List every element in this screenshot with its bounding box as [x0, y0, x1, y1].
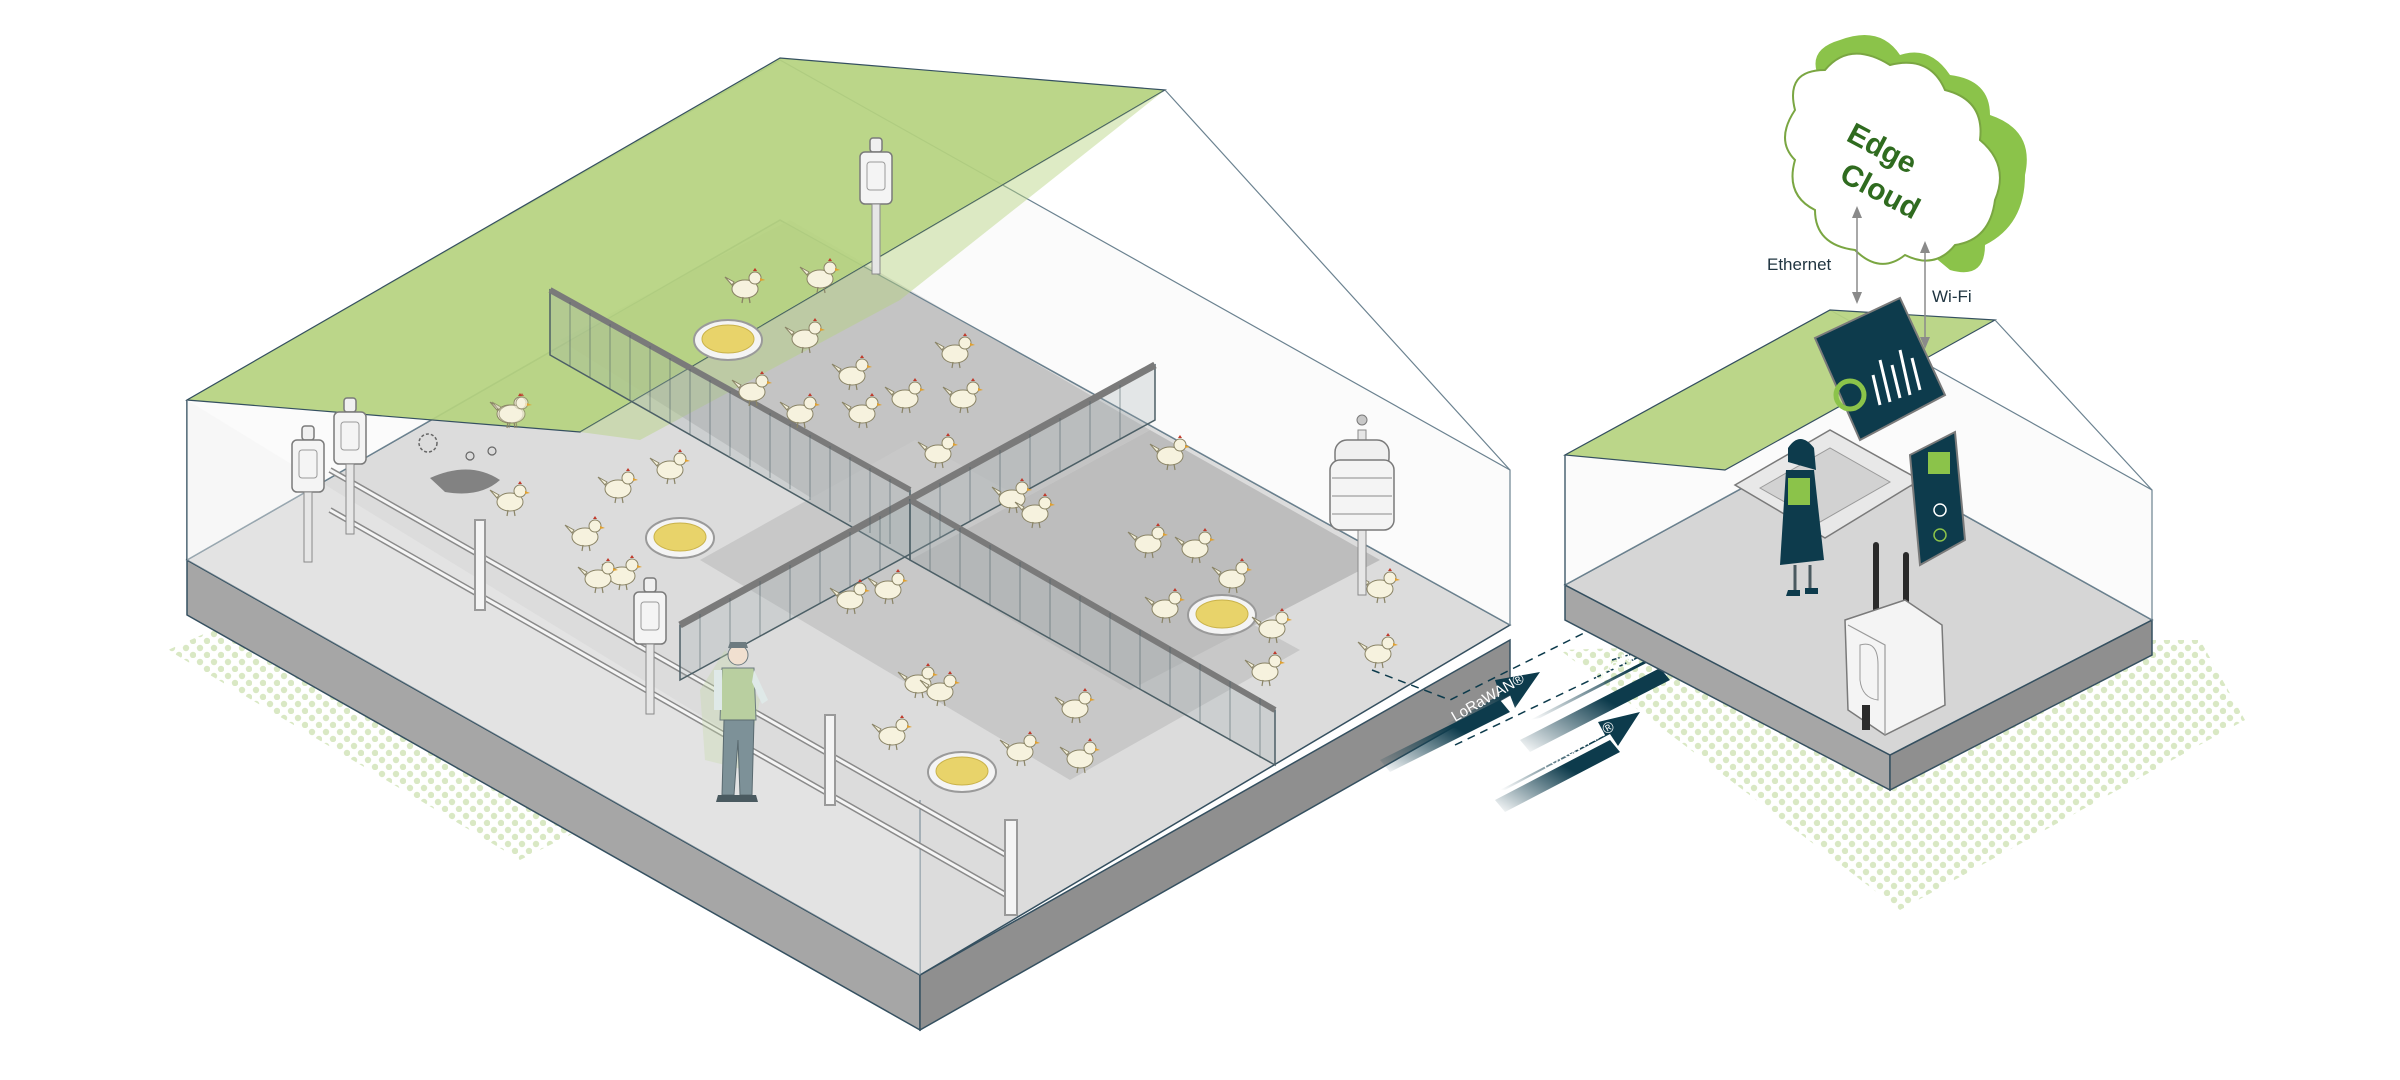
operator-icon: [1780, 439, 1824, 596]
feeder-icon: [927, 751, 997, 793]
wifi-label: Wi-Fi: [1932, 287, 1972, 306]
ground-shadow-left: [168, 620, 580, 860]
cloud-links: Ethernet Wi-Fi: [1767, 206, 1972, 349]
ethernet-label: Ethernet: [1767, 255, 1832, 274]
weather-station-icon: [1329, 414, 1395, 596]
feeder-icon: [645, 517, 715, 559]
edge-cloud: Edge Cloud: [1784, 35, 2027, 273]
feeder-icon: [1187, 594, 1257, 636]
pen-floor-right: [910, 430, 1380, 690]
mesh-fence-cross: [678, 361, 1157, 682]
cloud-body: [1784, 52, 2001, 265]
barn: [185, 57, 1512, 1032]
edge-house: [1562, 296, 2154, 792]
walkway-railing: [328, 467, 1018, 916]
feeder-icon: [693, 319, 763, 361]
ammonia-icon: [418, 433, 500, 494]
gateway-icon: [1844, 542, 1946, 736]
tablet-icon: [1908, 430, 1967, 567]
farmer-icon: [700, 642, 768, 802]
